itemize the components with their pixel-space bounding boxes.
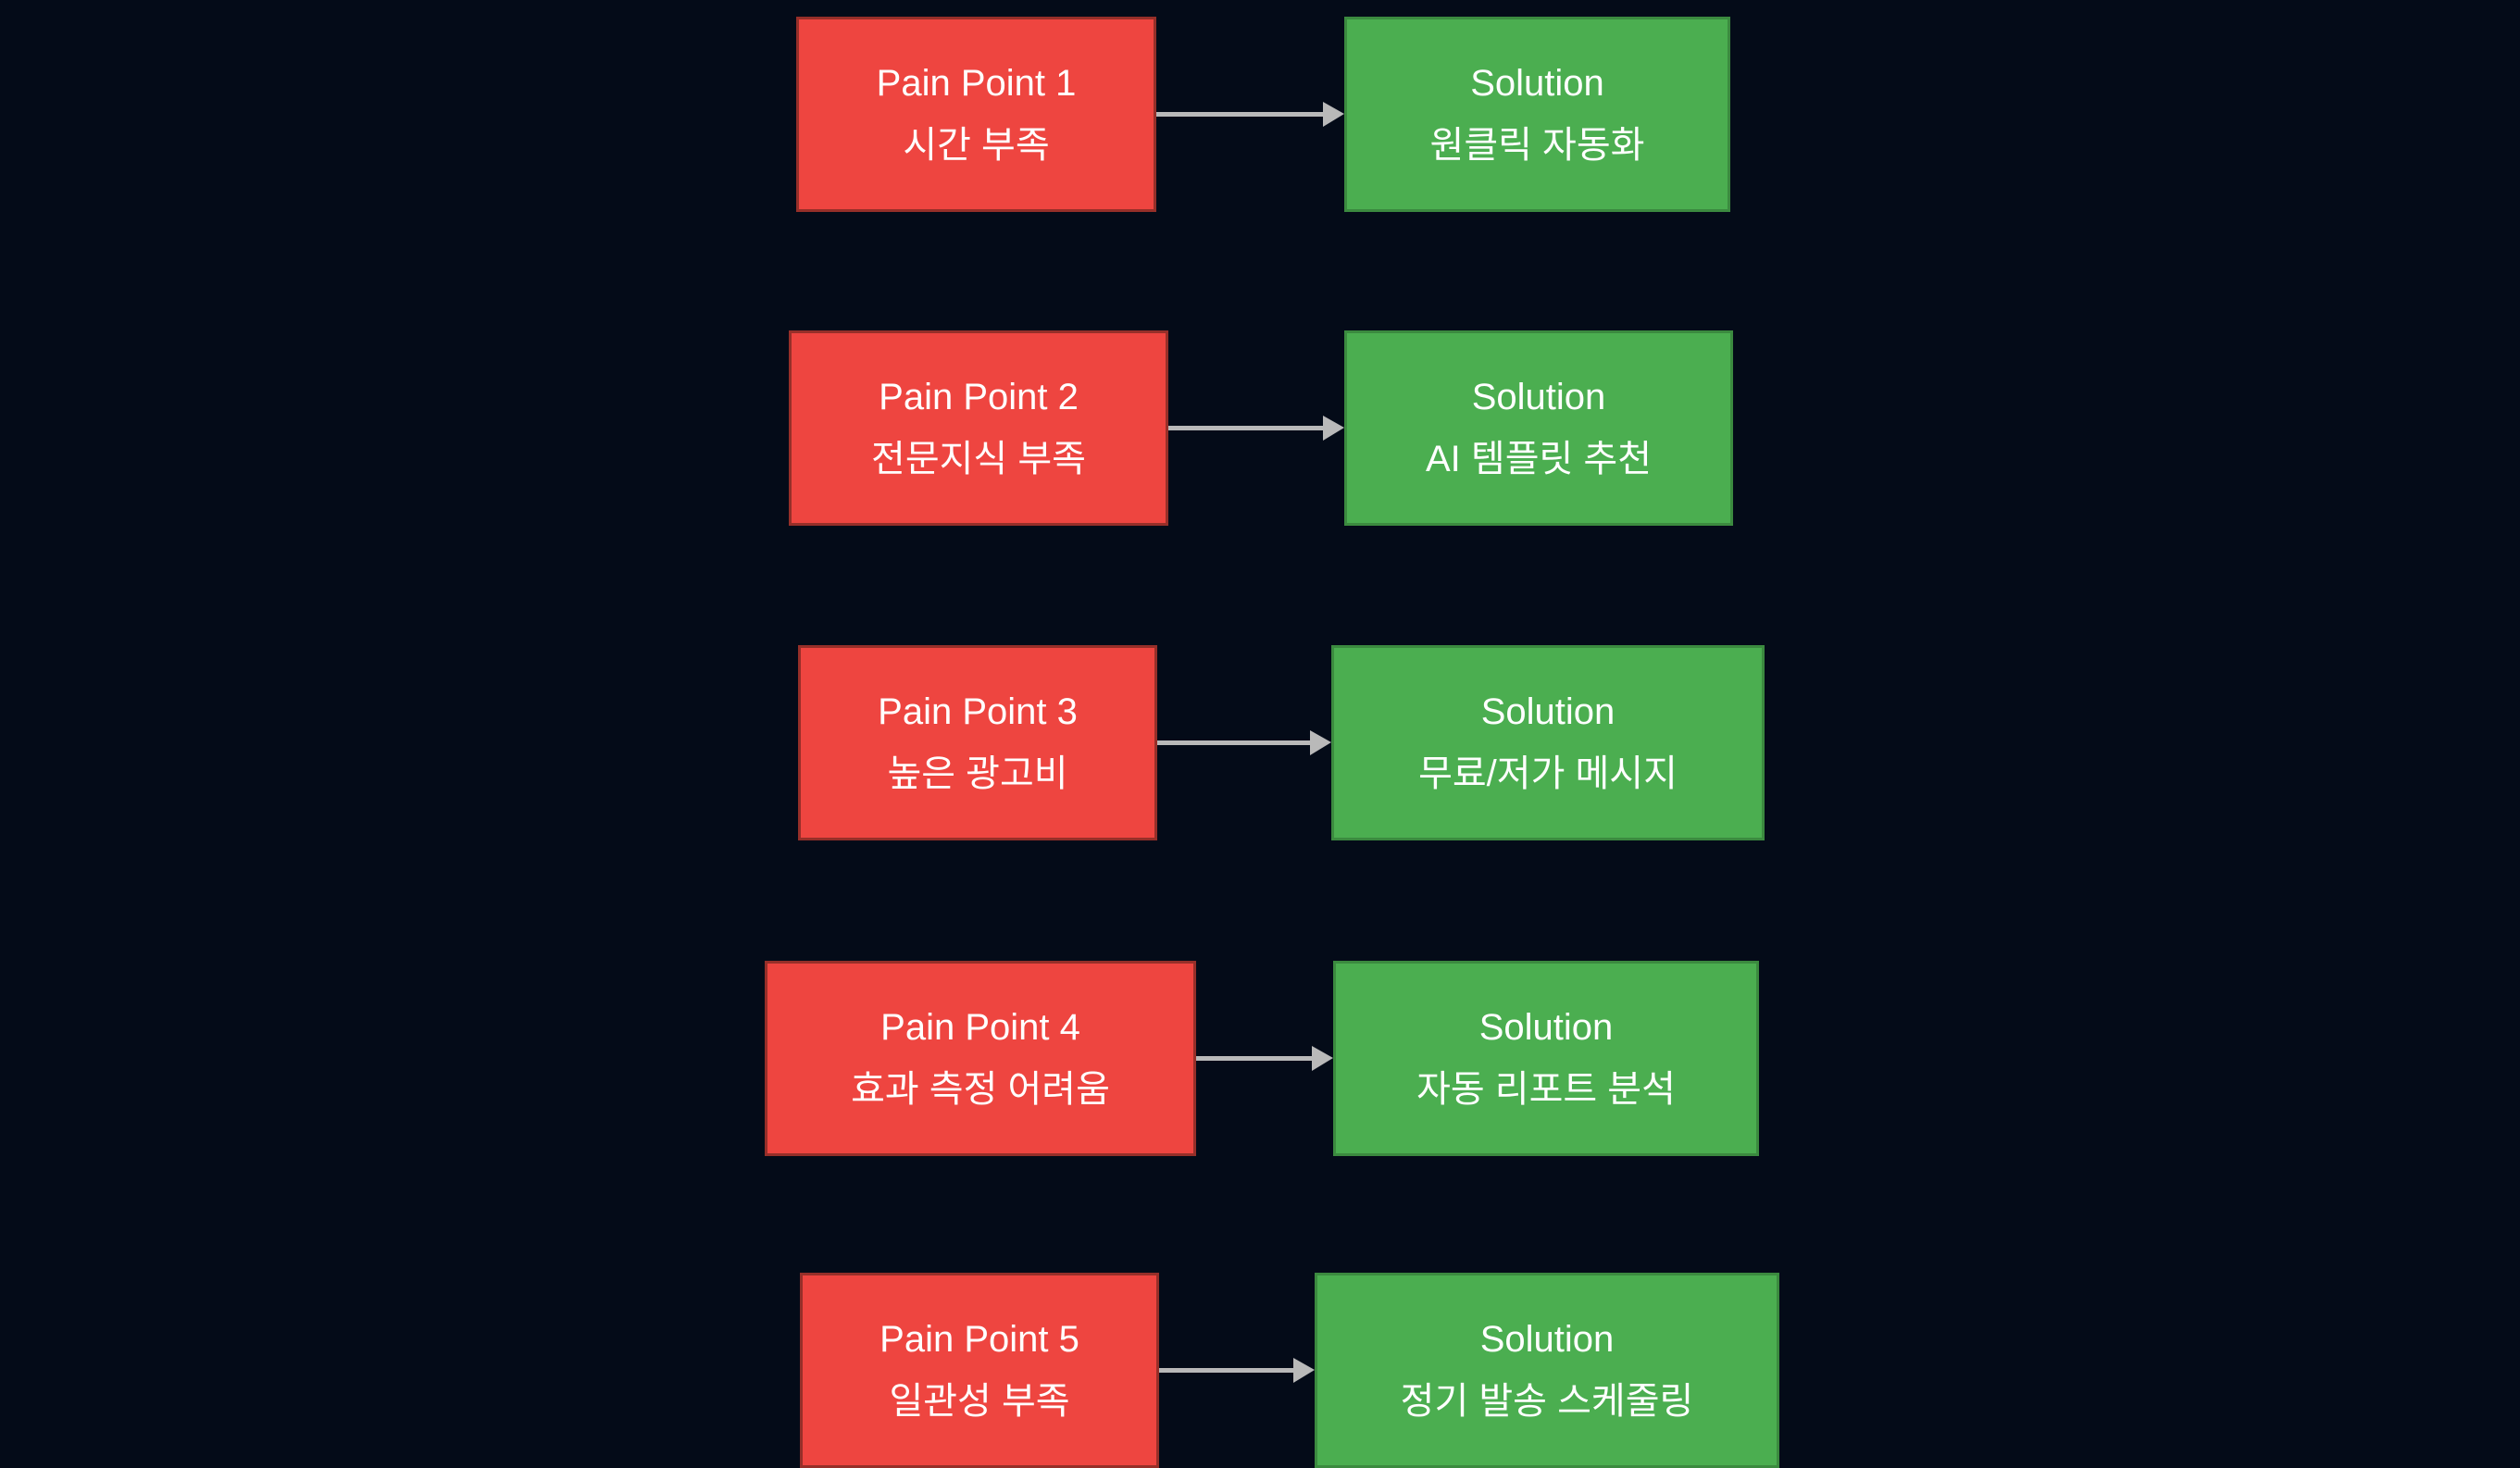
arrow-head-icon [1310, 730, 1331, 755]
mapping-row-5: Pain Point 5 일관성 부족 Solution 정기 발송 스케줄링 [0, 1273, 2520, 1468]
pain-point-desc: 일관성 부족 [889, 1381, 1070, 1422]
arrow-head-icon [1323, 416, 1344, 441]
connector-arrow [1196, 1046, 1333, 1071]
solution-desc: AI 템플릿 추천 [1425, 439, 1653, 479]
pain-point-title: Pain Point 2 [879, 377, 1079, 417]
mapping-row-2: Pain Point 2 전문지식 부족 Solution AI 템플릿 추천 [0, 330, 2520, 526]
connector-arrow [1157, 730, 1331, 755]
solution-title: Solution [1471, 377, 1606, 417]
pain-point-desc: 효과 측정 어려움 [851, 1069, 1110, 1110]
solution-title: Solution [1480, 691, 1616, 732]
pain-point-desc: 높은 광고비 [887, 753, 1068, 794]
arrow-line [1168, 426, 1328, 430]
connector-arrow [1156, 102, 1344, 127]
solution-5-box: Solution 정기 발송 스케줄링 [1315, 1273, 1779, 1468]
solution-1-box: Solution 원클릭 자동화 [1344, 17, 1730, 212]
pain-point-4-box: Pain Point 4 효과 측정 어려움 [765, 961, 1196, 1156]
pain-point-title: Pain Point 1 [876, 63, 1077, 104]
solution-4-box: Solution 자동 리포트 분석 [1333, 961, 1759, 1156]
solution-2-box: Solution AI 템플릿 추천 [1344, 330, 1733, 526]
pain-point-title: Pain Point 5 [880, 1319, 1079, 1360]
pain-point-5-box: Pain Point 5 일관성 부족 [800, 1273, 1159, 1468]
mapping-row-3: Pain Point 3 높은 광고비 Solution 무료/저가 메시지 [0, 645, 2520, 840]
solution-desc: 원클릭 자동화 [1429, 125, 1645, 166]
pain-point-3-box: Pain Point 3 높은 광고비 [798, 645, 1157, 840]
pain-point-desc: 전문지식 부족 [871, 439, 1086, 479]
pain-point-2-box: Pain Point 2 전문지식 부족 [789, 330, 1168, 526]
arrow-line [1159, 1368, 1298, 1373]
arrow-line [1156, 112, 1328, 117]
solution-desc: 자동 리포트 분석 [1416, 1069, 1676, 1110]
pain-point-1-box: Pain Point 1 시간 부족 [796, 17, 1156, 212]
arrow-line [1157, 740, 1315, 745]
solution-title: Solution [1479, 1319, 1615, 1360]
connector-arrow [1168, 416, 1344, 441]
solution-desc: 무료/저가 메시지 [1418, 753, 1678, 794]
arrow-head-icon [1312, 1046, 1333, 1071]
solution-desc: 정기 발송 스케줄링 [1400, 1381, 1694, 1422]
solution-3-box: Solution 무료/저가 메시지 [1331, 645, 1765, 840]
connector-arrow [1159, 1358, 1315, 1383]
pain-point-title: Pain Point 4 [880, 1007, 1080, 1048]
solution-title: Solution [1470, 63, 1604, 104]
mapping-row-1: Pain Point 1 시간 부족 Solution 원클릭 자동화 [0, 17, 2520, 212]
arrow-head-icon [1323, 102, 1344, 127]
mapping-row-4: Pain Point 4 효과 측정 어려움 Solution 자동 리포트 분… [0, 961, 2520, 1156]
pain-point-title: Pain Point 3 [878, 691, 1078, 732]
arrow-line [1196, 1056, 1316, 1061]
solution-title: Solution [1478, 1007, 1614, 1048]
pain-point-desc: 시간 부족 [903, 125, 1050, 166]
arrow-head-icon [1293, 1358, 1315, 1383]
